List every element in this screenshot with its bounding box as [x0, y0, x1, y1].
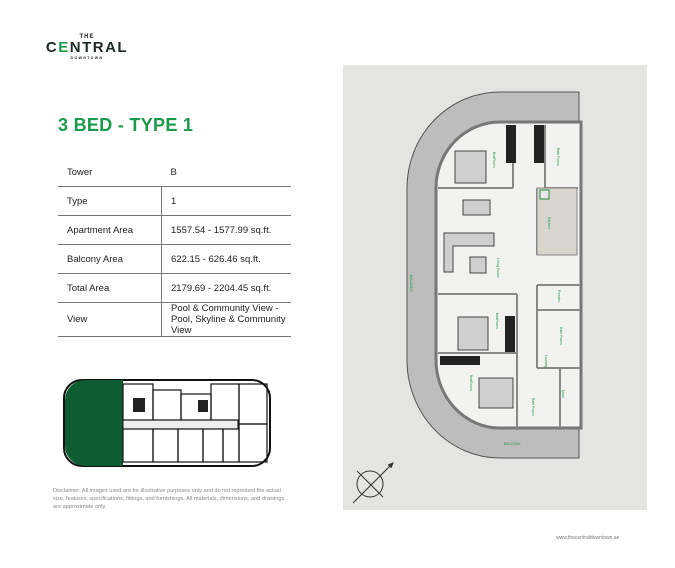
logo-name: CENTRAL: [45, 39, 129, 56]
spec-value: Pool & Community View -Pool, Skyline & C…: [161, 302, 291, 337]
room-label: BedRoom: [495, 313, 499, 329]
room-label: BALCONY: [504, 442, 521, 446]
spec-label: Total Area: [58, 273, 162, 303]
room-label: Laundry: [544, 355, 548, 368]
dining-table-icon: [462, 199, 491, 216]
spec-value: 1557.54 - 1577.99 sq.ft.: [161, 215, 291, 245]
bed-icon: [478, 377, 514, 409]
bed-icon: [454, 150, 487, 184]
spec-value: 1: [161, 186, 291, 216]
spec-label: Tower: [58, 158, 162, 187]
key-plan: [63, 379, 271, 467]
spec-label: Apartment Area: [58, 215, 162, 245]
bed-icon: [457, 316, 489, 351]
spec-label: Type: [58, 186, 162, 216]
room-label: BALCONY: [409, 275, 413, 292]
logo-sub: DOWNTOWN: [70, 56, 104, 60]
room-label: Living Room: [496, 258, 500, 278]
spec-label: View: [58, 302, 162, 337]
spec-value: 622.15 - 626.46 sq.ft.: [161, 244, 291, 274]
room-label: Bath Room: [556, 148, 560, 166]
website-link[interactable]: www.thecentraldowntown.ae: [556, 535, 620, 541]
room-label: Powder: [557, 290, 561, 303]
page-title: 3 BED - TYPE 1: [58, 115, 194, 135]
room-label: Bath Room: [531, 398, 535, 416]
highlighted-unit: [65, 380, 123, 466]
room-label: Kitchen: [547, 217, 551, 229]
sofa-icon: [443, 232, 495, 273]
logo-the: THE: [79, 34, 95, 40]
spec-value: B: [161, 158, 291, 187]
coffee-table-icon: [469, 256, 487, 274]
room-label: BedRoom: [469, 375, 473, 391]
disclaimer: Disclaimer: All images used are for illu…: [53, 488, 285, 510]
compass-icon: [352, 462, 394, 504]
room-label: BedRoom: [492, 152, 496, 168]
logo: THE CENTRAL DOWNTOWN: [44, 34, 130, 60]
spec-label: Balcony Area: [58, 244, 162, 274]
floor-plan: BALCONY BALCONY BedRoom BedRoom BedRoom …: [343, 65, 647, 510]
spec-value: 2179.69 - 2204.45 sq.ft.: [161, 273, 291, 303]
room-label: Maid: [561, 390, 565, 398]
room-label: Bath Room: [559, 327, 563, 345]
